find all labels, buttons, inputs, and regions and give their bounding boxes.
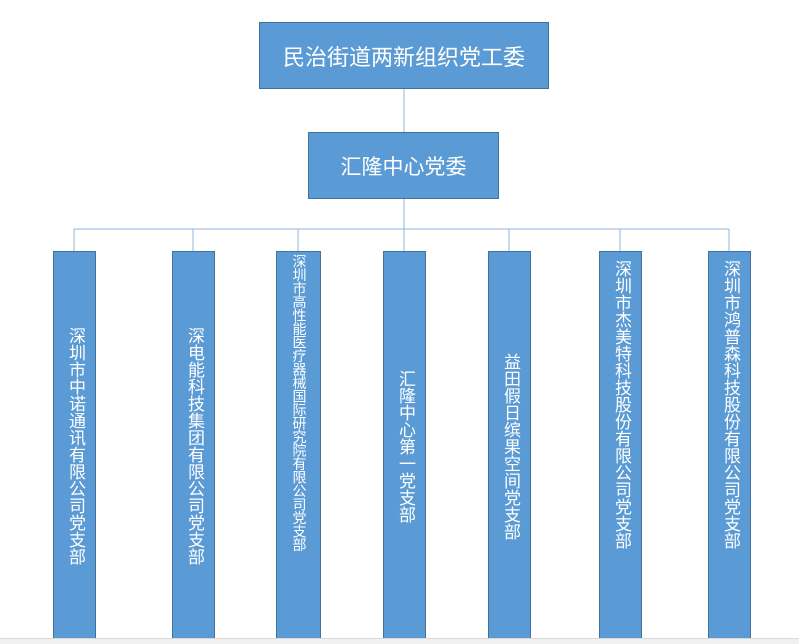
node-branch-5: 益田假日缤果空间党支部 (488, 251, 531, 639)
bottom-edge (0, 638, 799, 644)
node-branch-1: 深圳市中诺通讯有限公司党支部 (53, 251, 96, 639)
node-mid-label: 汇隆中心党委 (340, 154, 467, 179)
node-branch-7-label: 深圳市鸿普森科技股份有限公司党支部 (720, 260, 740, 549)
node-branch-3: 深圳市高性能医疗器械国际研究院有限公司党支部 (276, 251, 321, 639)
node-branch-7: 深圳市鸿普森科技股份有限公司党支部 (708, 251, 751, 639)
node-branch-2-label: 深电能科技集团有限公司党支部 (184, 327, 204, 565)
node-branch-5-label: 益田假日缤果空间党支部 (500, 352, 520, 540)
node-branch-6: 深圳市杰美特科技股份有限公司党支部 (599, 251, 642, 639)
node-branch-2: 深电能科技集团有限公司党支部 (172, 251, 215, 639)
node-mid: 汇隆中心党委 (308, 132, 499, 199)
node-branch-3-label: 深圳市高性能医疗器械国际研究院有限公司党支部 (290, 254, 307, 551)
node-branch-1-label: 深圳市中诺通讯有限公司党支部 (65, 327, 85, 565)
node-branch-4: 汇隆中心第一党支部 (383, 251, 426, 639)
node-root-label: 民治街道两新组织党工委 (282, 45, 525, 71)
node-branch-6-label: 深圳市杰美特科技股份有限公司党支部 (611, 260, 631, 549)
node-root: 民治街道两新组织党工委 (259, 22, 549, 89)
node-branch-4-label: 汇隆中心第一党支部 (395, 369, 415, 523)
